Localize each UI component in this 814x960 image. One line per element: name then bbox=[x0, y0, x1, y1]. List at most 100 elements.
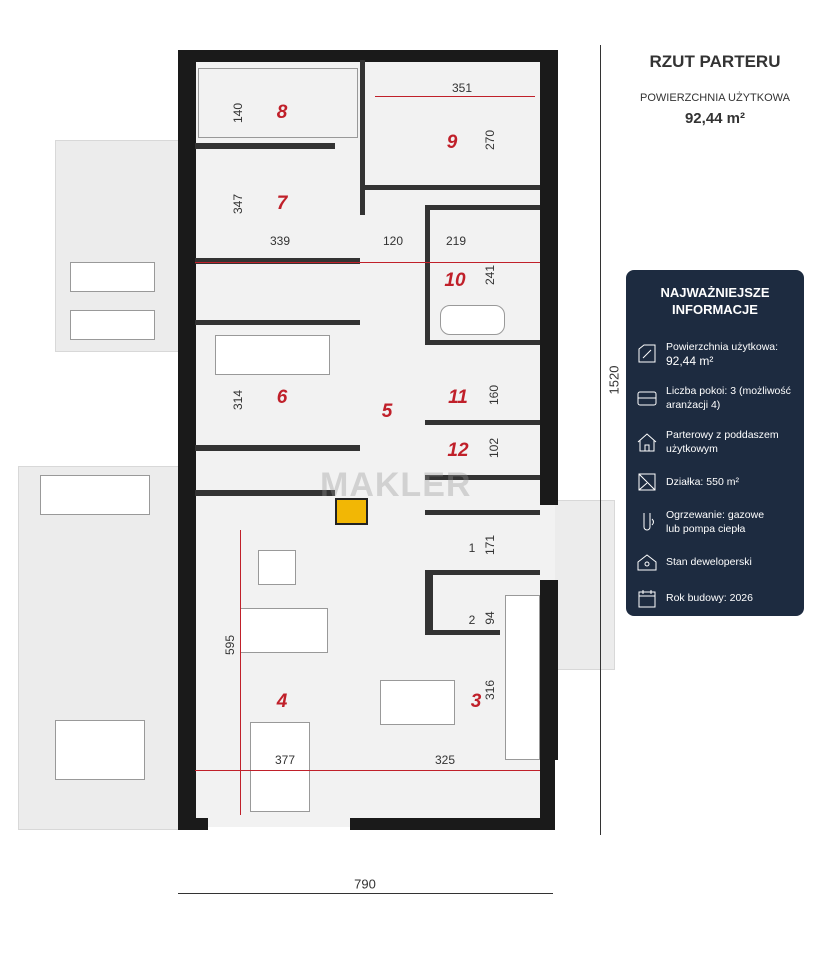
sun-lounger bbox=[70, 262, 155, 292]
info-text: Rok budowy: 2026 bbox=[666, 592, 753, 604]
wall bbox=[425, 630, 500, 635]
fireplace-icon bbox=[335, 498, 368, 525]
wall bbox=[425, 340, 540, 345]
dimension: 219 bbox=[445, 234, 467, 248]
dimension: 325 bbox=[434, 753, 456, 767]
room-number: 8 bbox=[276, 102, 288, 123]
dimension: 120 bbox=[382, 234, 404, 248]
wall bbox=[195, 258, 360, 264]
info-text: Działka: 550 m² bbox=[666, 476, 739, 488]
dimension-line bbox=[195, 770, 540, 771]
info-title-line: NAJWAŻNIEJSZE bbox=[660, 285, 770, 300]
outdoor-table bbox=[55, 720, 145, 780]
wall bbox=[425, 510, 540, 515]
total-height: 1520 bbox=[606, 365, 622, 395]
dimension: 241 bbox=[483, 264, 497, 286]
dimension: 316 bbox=[483, 679, 497, 701]
wall bbox=[425, 475, 540, 480]
bed bbox=[215, 335, 330, 375]
tv-stand bbox=[258, 550, 296, 585]
info-item: Parterowy z poddaszem użytkowym bbox=[636, 420, 796, 464]
house-floor bbox=[180, 52, 555, 827]
info-text: Powierzchnia użytkowa: bbox=[666, 341, 779, 353]
wall bbox=[360, 185, 540, 190]
dimension: 171 bbox=[483, 534, 497, 556]
info-title-line: INFORMACJE bbox=[672, 302, 758, 317]
room-number-small: 1 bbox=[468, 541, 476, 555]
dimension-line bbox=[195, 262, 540, 263]
width-dimension-line bbox=[178, 893, 553, 894]
info-text: 92,44 m² bbox=[666, 354, 714, 368]
dimension: 351 bbox=[451, 81, 473, 95]
room-number: 6 bbox=[276, 387, 288, 408]
dimension: 595 bbox=[223, 634, 237, 656]
wall bbox=[178, 818, 208, 830]
room-number: 7 bbox=[276, 193, 288, 214]
kitchen-counter bbox=[505, 595, 540, 760]
info-text: Liczba pokoi: 3 (możliwość bbox=[666, 385, 791, 397]
info-item: Rok budowy: 2026 bbox=[636, 580, 796, 616]
info-text: Ogrzewanie: gazowe bbox=[666, 509, 765, 521]
wall bbox=[540, 50, 558, 505]
wall bbox=[360, 60, 365, 215]
dimension-line bbox=[375, 96, 535, 97]
room-number: 4 bbox=[276, 691, 288, 712]
calendar-icon bbox=[638, 590, 656, 608]
info-title: NAJWAŻNIEJSZE INFORMACJE bbox=[626, 284, 804, 318]
wall bbox=[425, 420, 540, 425]
dimension: 270 bbox=[483, 129, 497, 151]
dimension-line bbox=[240, 530, 241, 815]
wall bbox=[350, 818, 555, 830]
dimension: 102 bbox=[487, 437, 501, 459]
dimension: 140 bbox=[231, 102, 245, 124]
info-item: Stan deweloperski bbox=[636, 544, 796, 580]
page-title: RZUT PARTERU bbox=[649, 52, 781, 71]
plot-icon bbox=[638, 473, 656, 491]
info-item: Powierzchnia użytkowa:92,44 m² bbox=[636, 332, 796, 376]
wall bbox=[195, 320, 360, 325]
room-number: 5 bbox=[381, 401, 393, 422]
dimension: 160 bbox=[487, 384, 501, 406]
watermark: MAKLER bbox=[320, 466, 472, 504]
room-number: 10 bbox=[444, 270, 466, 291]
wall bbox=[540, 760, 555, 830]
room-number: 11 bbox=[448, 387, 468, 408]
info-text: użytkowym bbox=[666, 443, 718, 455]
wall bbox=[178, 50, 196, 830]
info-text: Parterowy z poddaszem bbox=[666, 429, 779, 441]
room-number: 12 bbox=[447, 440, 469, 461]
info-text: Stan deweloperski bbox=[666, 556, 752, 568]
dimension: 314 bbox=[231, 389, 245, 411]
house-icon bbox=[637, 433, 657, 452]
info-item: Działka: 550 m² bbox=[636, 464, 796, 500]
dimension: 94 bbox=[483, 611, 497, 625]
dimension: 377 bbox=[274, 753, 296, 767]
wall bbox=[195, 445, 360, 451]
outdoor-sofa bbox=[40, 475, 150, 515]
area-value: 92,44 m² bbox=[684, 110, 746, 127]
wall bbox=[195, 490, 335, 496]
wall bbox=[195, 143, 335, 149]
height-dimension-line bbox=[600, 45, 601, 835]
info-text: aranżacji 4) bbox=[666, 399, 721, 411]
sofa-icon bbox=[637, 391, 657, 406]
sun-lounger bbox=[70, 310, 155, 340]
dining-table bbox=[250, 722, 310, 812]
key-house-icon bbox=[637, 554, 657, 571]
area-icon bbox=[638, 344, 656, 363]
wall bbox=[425, 205, 540, 210]
wardrobe bbox=[198, 68, 358, 138]
bathtub bbox=[440, 305, 505, 335]
info-panel: NAJWAŻNIEJSZE INFORMACJE Powierzchnia uży… bbox=[626, 270, 804, 616]
area-label: POWIERZCHNIA UŻYTKOWA bbox=[640, 92, 790, 104]
kitchen-island bbox=[380, 680, 455, 725]
info-item: Ogrzewanie: gazowe lub pompa ciepła bbox=[636, 500, 796, 544]
heating-icon bbox=[643, 513, 654, 531]
wall bbox=[540, 580, 558, 760]
room-number: 9 bbox=[446, 132, 458, 153]
wall bbox=[425, 570, 433, 630]
info-text: lub pompa ciepła bbox=[666, 523, 746, 535]
room-number-small: 2 bbox=[468, 613, 476, 627]
wall bbox=[425, 205, 430, 340]
total-width: 790 bbox=[354, 876, 376, 892]
